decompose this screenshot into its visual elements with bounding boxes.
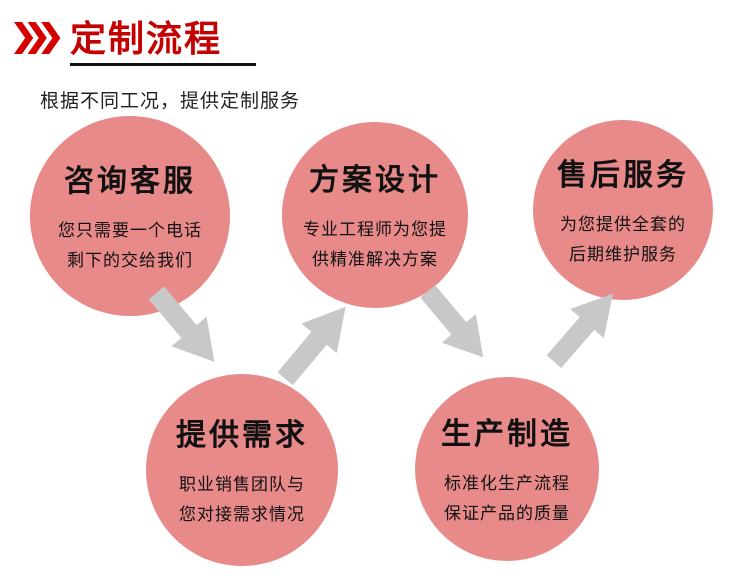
title-block: 定制流程 — [70, 18, 256, 67]
step-description: 专业工程师为您提 供精准解决方案 — [303, 215, 447, 275]
arrow-up-right-icon — [262, 286, 370, 398]
arrow-up-right-icon — [532, 273, 636, 380]
step-desc-line: 您对接需求情况 — [179, 505, 305, 524]
step-title: 提供需求 — [176, 419, 308, 453]
step-title: 咨询客服 — [64, 165, 196, 199]
header: 定制流程 — [14, 18, 256, 67]
page-title: 定制流程 — [70, 18, 223, 59]
step-circle-requirements: 提供需求 职业销售团队与 您对接需求情况 — [146, 374, 338, 566]
title-underline — [70, 63, 256, 67]
step-circle-consult: 咨询客服 您只需要一个电话 剩下的交给我们 — [30, 116, 230, 316]
step-title: 售后服务 — [557, 159, 689, 193]
step-circle-after-sales: 售后服务 为您提供全套的 后期维护服务 — [533, 120, 713, 300]
step-circle-production: 生产制造 标准化生产流程 保证产品的质量 — [415, 377, 599, 561]
step-description: 职业销售团队与 您对接需求情况 — [179, 470, 305, 530]
step-desc-line: 职业销售团队与 — [179, 475, 305, 495]
step-desc-line: 供精准解决方案 — [312, 250, 438, 269]
step-circle-design: 方案设计 专业工程师为您提 供精准解决方案 — [282, 122, 468, 308]
step-desc-line: 后期维护服务 — [569, 245, 677, 264]
step-desc-line: 您只需要一个电话 — [58, 221, 202, 241]
step-description: 标准化生产流程 保证产品的质量 — [444, 469, 570, 529]
step-desc-line: 专业工程师为您提 — [303, 220, 447, 240]
step-desc-line: 保证产品的质量 — [444, 504, 570, 523]
step-description: 为您提供全套的 后期维护服务 — [560, 210, 686, 270]
triple-chevron-right-icon — [14, 22, 62, 58]
step-description: 您只需要一个电话 剩下的交给我们 — [58, 216, 202, 276]
arrow-down-right-icon — [406, 273, 507, 378]
step-desc-line: 剩下的交给我们 — [67, 251, 193, 270]
step-title: 生产制造 — [441, 418, 573, 452]
step-desc-line: 标准化生产流程 — [444, 474, 570, 494]
arrow-down-right-icon — [133, 273, 238, 382]
subtitle: 根据不同工况，提供定制服务 — [40, 91, 301, 112]
step-title: 方案设计 — [309, 164, 441, 198]
step-desc-line: 为您提供全套的 — [560, 215, 686, 235]
